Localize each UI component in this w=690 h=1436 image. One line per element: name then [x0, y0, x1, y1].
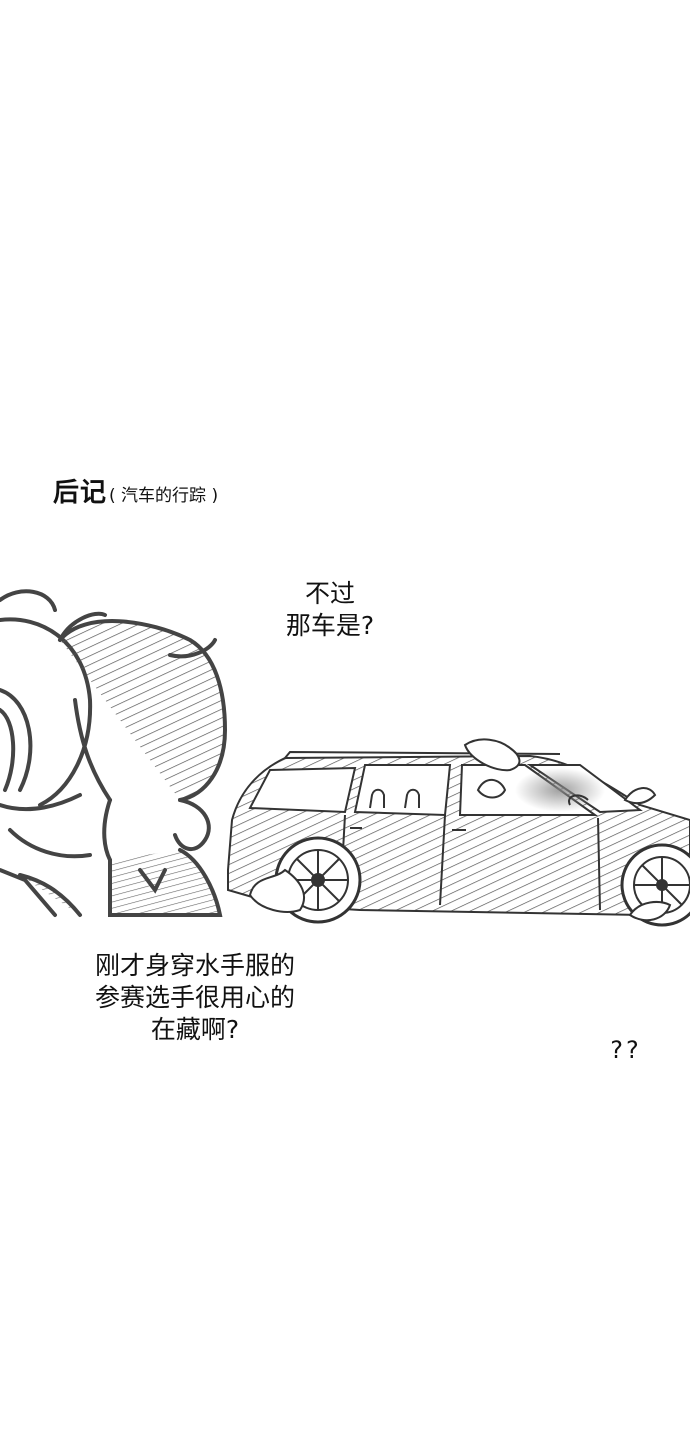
leaves [248, 738, 672, 922]
characters [0, 589, 228, 917]
panel-title: 后记 ( 汽车的行踪 ) [53, 472, 218, 509]
speech-bubble-1: 不过 那车是? [270, 578, 390, 642]
speech-bubble-3: ?? [610, 1036, 642, 1064]
speech-line: 那车是? [285, 611, 375, 640]
speech-line: 参赛选手很用心的 [94, 983, 295, 1012]
speech-bubble-2: 刚才身穿水手服的 参赛选手很用心的 在藏啊? [70, 950, 320, 1046]
speech-line: 刚才身穿水手服的 [94, 951, 295, 980]
title-sub-text: ( 汽车的行踪 ) [109, 486, 219, 506]
title-main-text: 后记 [53, 478, 108, 508]
car [227, 738, 690, 927]
speech-line: 不过 [304, 579, 355, 608]
speech-line: 在藏啊? [150, 1015, 240, 1044]
